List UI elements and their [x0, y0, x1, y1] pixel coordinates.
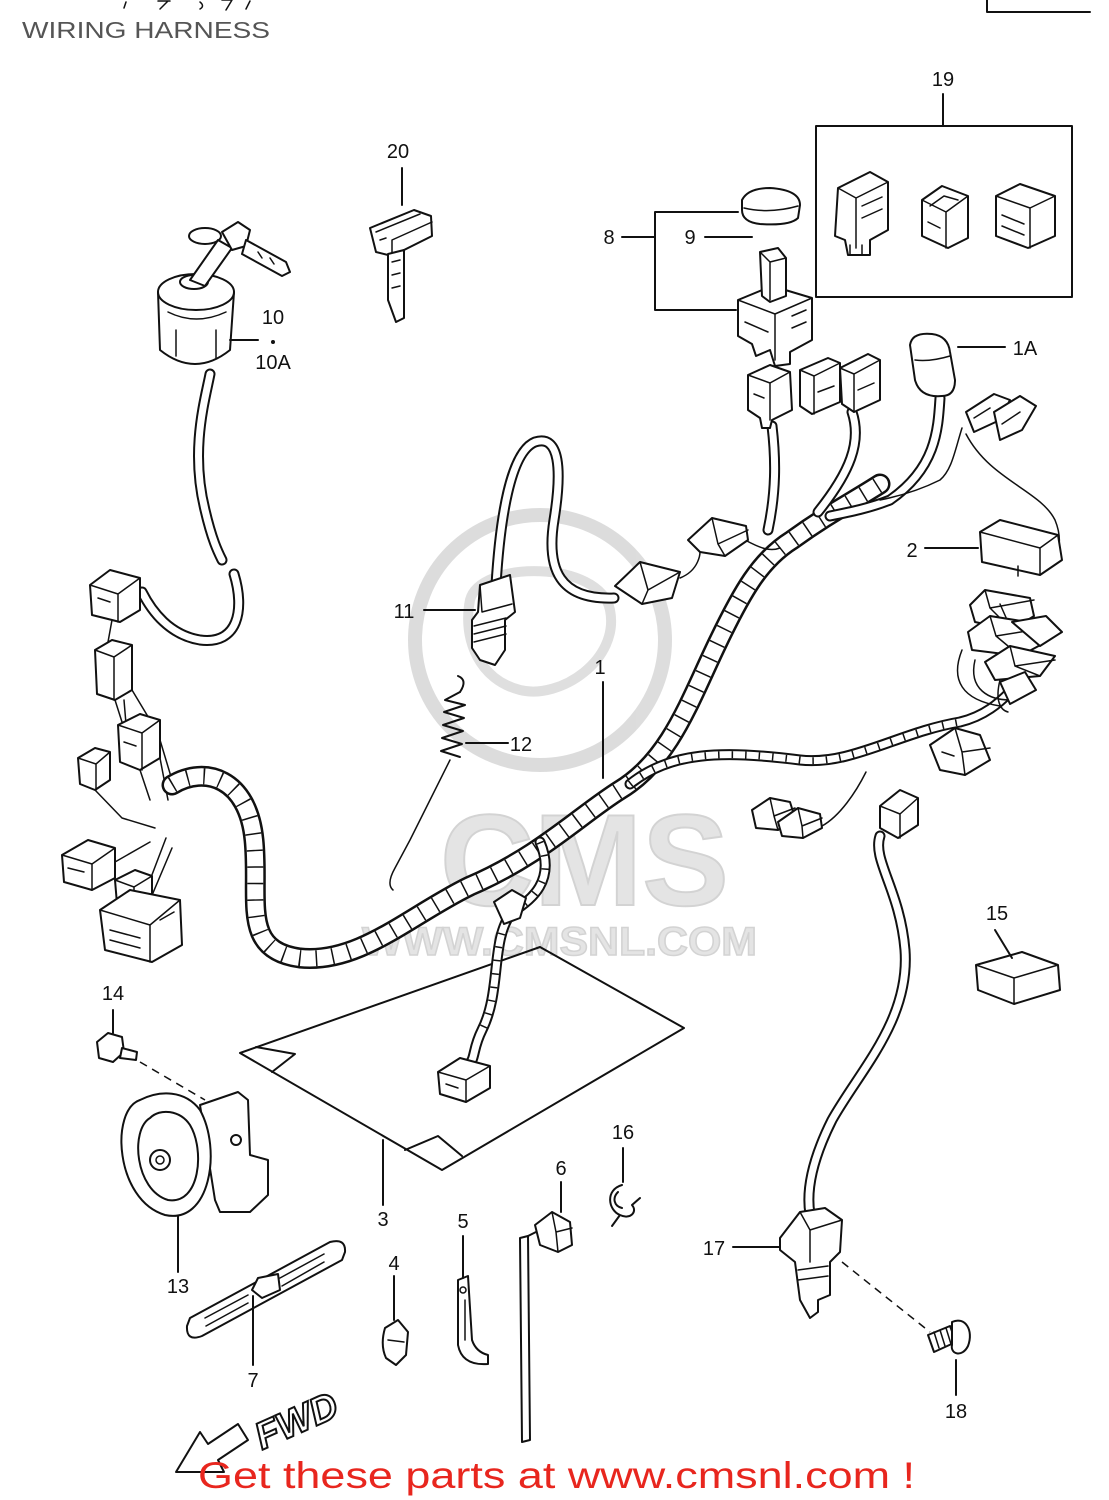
- part-14-bolt: [96, 1032, 206, 1101]
- callout-2: 2: [906, 540, 917, 562]
- callout-10a: 10A: [255, 352, 291, 374]
- part-9-fuse: [759, 247, 787, 303]
- callout-10-dot: [271, 340, 275, 344]
- callout-1: 1: [594, 657, 605, 679]
- callout-11: 11: [394, 601, 415, 623]
- part-7-strap: [185, 1240, 347, 1339]
- part-18-screw: [927, 1319, 971, 1355]
- part-13-horn: [120, 1091, 269, 1217]
- callout-7: 7: [247, 1370, 258, 1392]
- forward-arrow-icon: [175, 1423, 249, 1473]
- watermark-mascot-face: [463, 566, 617, 697]
- part-12-spring: [389, 675, 466, 891]
- callout-15: 15: [986, 903, 1008, 925]
- lower-branch-wire: [437, 836, 551, 1103]
- part-19-relay-set: [815, 125, 1073, 298]
- callout-8: 8: [603, 227, 614, 249]
- part-10-ignition-switch: [157, 221, 291, 365]
- leader-15: [994, 929, 1013, 959]
- part-15-pad: [975, 951, 1061, 1005]
- part-20-key: [369, 209, 433, 323]
- top-right-connector: [965, 393, 1037, 441]
- callout-9: 9: [684, 227, 695, 249]
- part-6-cable-tie: [519, 1211, 573, 1443]
- part-5-clamp: [457, 1275, 489, 1366]
- footer-promo-text: Get these parts at www.cmsnl.com !: [198, 1455, 915, 1496]
- callout-19: 19: [932, 69, 954, 91]
- callout-16: 16: [612, 1122, 634, 1144]
- callout-17: 17: [703, 1238, 725, 1260]
- part-1-main-harness: [161, 473, 1016, 969]
- callout-4: 4: [388, 1253, 399, 1275]
- part-17-switch: [779, 1207, 931, 1333]
- callout-13: 13: [167, 1276, 189, 1298]
- callout-5: 5: [457, 1211, 468, 1233]
- part-4-clamp: [381, 1319, 409, 1366]
- callout-18: 18: [945, 1401, 967, 1423]
- right-connector-cluster: [956, 589, 1063, 713]
- callout-6: 6: [555, 1158, 566, 1180]
- part-16-clip: [609, 1184, 641, 1227]
- bracket-8: [654, 211, 739, 311]
- callout-20: 20: [387, 141, 409, 163]
- callout-14: 14: [102, 983, 124, 1005]
- right-branch-connectors: [751, 727, 991, 839]
- forward-label: FWD: [249, 1385, 345, 1459]
- callout-10: 10: [262, 307, 284, 329]
- callout-12: 12: [510, 734, 532, 756]
- part-2-block: [979, 519, 1063, 577]
- callout-1a: 1A: [1013, 338, 1038, 360]
- part-3-sheet: [239, 946, 685, 1171]
- cropped-heading-fragment: [123, 0, 251, 11]
- upper-harness-branches: [744, 392, 1061, 569]
- rear-switch-wire: [803, 830, 911, 1220]
- part-8-fuse-box: [737, 187, 813, 367]
- ignition-switch-wire: [136, 368, 245, 646]
- left-connector-cluster: [61, 569, 183, 963]
- part-1a-cap: [909, 332, 956, 398]
- part-11-sensor: [471, 435, 749, 666]
- watermark-mascot-outline: [408, 508, 672, 772]
- callout-3: 3: [377, 1209, 388, 1231]
- cmsnl-watermark: CMS WWW.CMSNL.COM: [361, 508, 758, 965]
- page-title: WIRING HARNESS: [22, 17, 270, 43]
- frame-corner-mark: [986, 0, 1091, 13]
- upper-connectors: [747, 353, 881, 429]
